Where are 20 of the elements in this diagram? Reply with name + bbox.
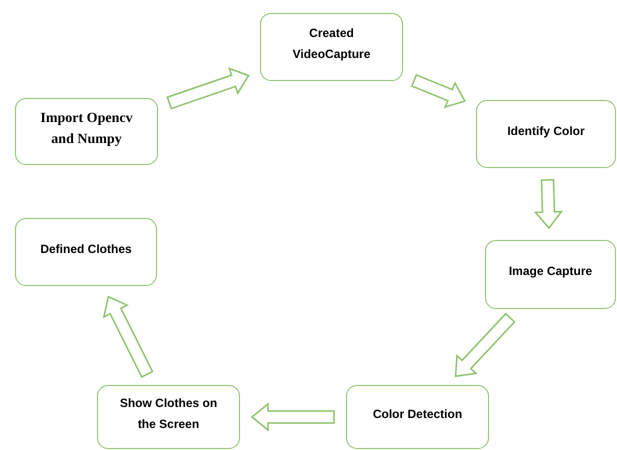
step-label: Import Opencv and Numpy [39, 110, 134, 148]
step-label: Color Detection [372, 406, 462, 422]
process-box [15, 218, 157, 286]
step-label: Identify Color [507, 122, 585, 140]
process-box [260, 13, 403, 81]
step-label: Show Clothes on the Screen [118, 395, 218, 433]
block-arrow [410, 74, 466, 108]
block-arrow [250, 402, 335, 432]
process-box [485, 240, 616, 309]
step-label: Image Capture [508, 263, 592, 280]
process-box [346, 385, 489, 449]
block-arrow [534, 179, 564, 230]
block-arrow [166, 67, 250, 110]
block-arrow [102, 296, 154, 378]
block-arrow [454, 312, 516, 378]
process-box [15, 98, 158, 165]
step-label: Created VideoCapture [292, 25, 372, 63]
process-box [476, 100, 616, 168]
process-box [97, 385, 240, 449]
step-label: Defined Clothes [40, 240, 132, 258]
